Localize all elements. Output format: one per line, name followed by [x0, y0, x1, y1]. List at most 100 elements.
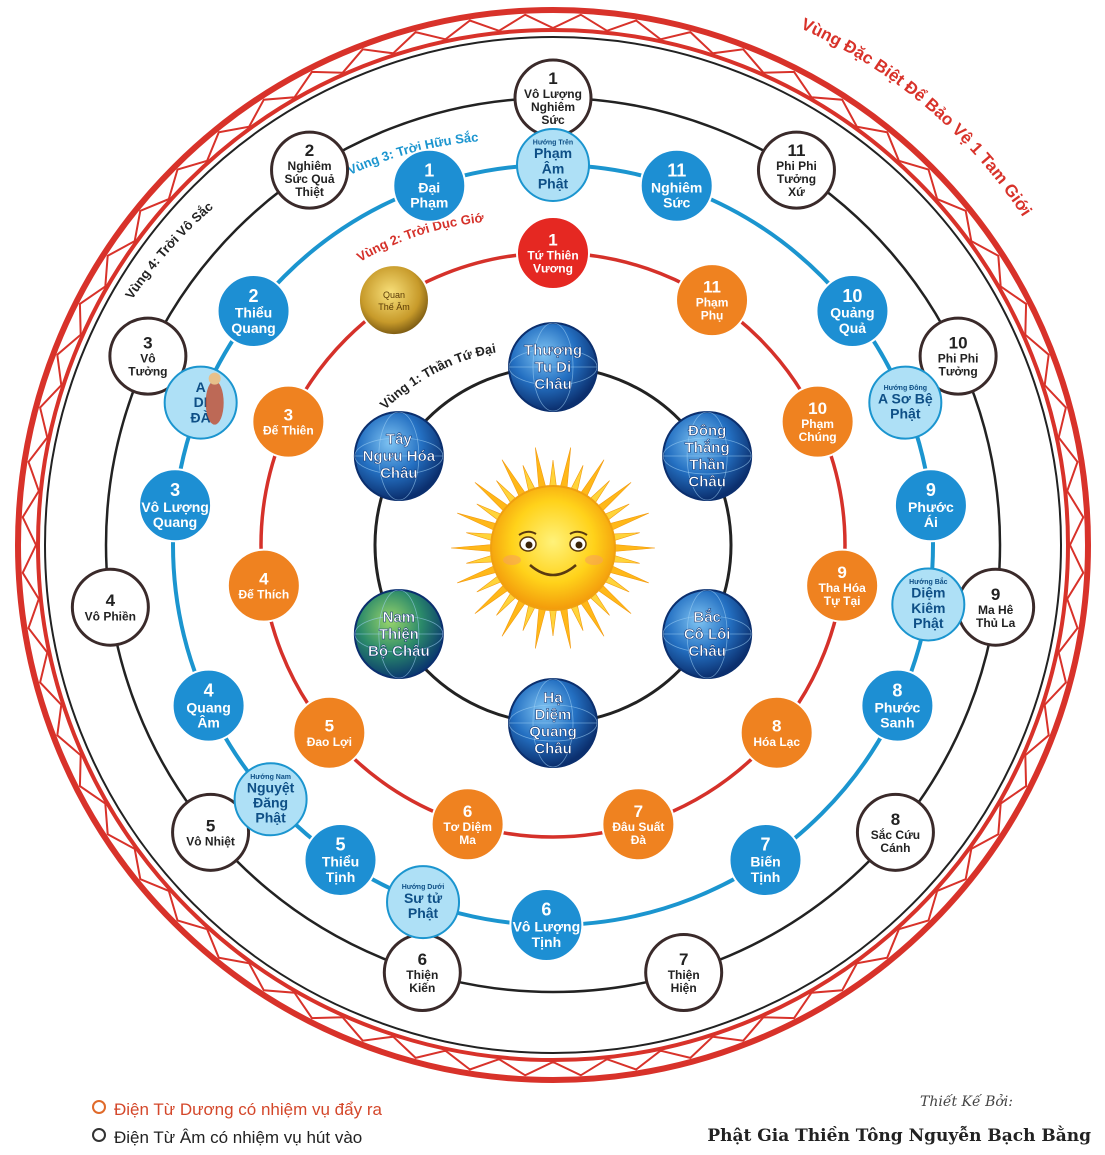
node-text: Thắng — [685, 438, 730, 456]
node-text: 2 — [249, 286, 259, 306]
node-text: Tự Tại — [824, 594, 861, 608]
node-text: Thiện — [406, 968, 438, 982]
cosmology-diagram: Vùng Đặc Biệt Để Bảo Vệ 1 Tam Giới Vùng … — [0, 0, 1105, 1090]
node-text: Thượng — [524, 342, 582, 359]
node-text: Quang — [529, 723, 577, 740]
zone3-heaven-2: 2ThiểuQuang — [218, 275, 290, 347]
node-text: 5 — [335, 835, 345, 855]
zone-label-special: Vùng Đặc Biệt Để Bảo Vệ 1 Tam Giới — [798, 14, 1035, 219]
node-text: 1 — [424, 160, 434, 180]
zone4-heaven-9: 9Ma HêThủ La — [958, 569, 1034, 645]
node-text: Bắc — [693, 608, 721, 626]
node-text: 5 — [206, 816, 215, 835]
node-text: DI — [194, 394, 208, 410]
zone3-heaven-10: 10QuảngQuả — [816, 275, 888, 347]
node-text: Đế Thiên — [263, 424, 314, 438]
node-text: Vô Lượng — [513, 919, 581, 935]
node-text: 3 — [143, 334, 152, 353]
zone-label-1: Vùng 1: Thần Tứ Đại — [377, 341, 497, 413]
node-text: Bộ Châu — [368, 643, 430, 660]
node-text: Quang — [231, 320, 275, 336]
node-text: Sức — [541, 113, 565, 127]
node-text: Phạm — [696, 296, 729, 310]
buddha-direction-3: Hướng BắcDiệmKiêmPhật — [892, 568, 964, 640]
node-text: Vô — [140, 352, 155, 366]
node-text: Âm — [542, 159, 565, 176]
node-text: Diệm — [911, 585, 945, 601]
node-text: Đâu Suất — [612, 820, 664, 834]
node-text: 9 — [837, 563, 846, 582]
node-text: 1 — [548, 69, 557, 88]
node-text: Thần — [689, 456, 725, 473]
svg-text:Vùng 1: Thần Tứ Đại: Vùng 1: Thần Tứ Đại — [377, 341, 497, 413]
node-text: Biến — [750, 854, 780, 870]
node-text: Sức — [663, 195, 690, 211]
node-text: Nam — [383, 609, 416, 626]
node-text: Phi Phi — [776, 159, 817, 173]
node-text: Tịnh — [532, 934, 562, 950]
node-text: Phật — [890, 406, 921, 422]
buddha-direction-2: Hướng ĐôngA Sơ BệPhật — [869, 367, 941, 439]
buddha-direction-5: Hướng NamNguyệtĐăngPhật — [235, 763, 307, 835]
node-text: 10 — [842, 286, 862, 306]
node-text: 10 — [808, 399, 827, 418]
node-text: 2 — [305, 141, 314, 160]
zone3-heaven-7: 7BiếnTịnh — [729, 824, 801, 896]
node-text: Thiện — [379, 626, 419, 643]
node-text: A — [196, 379, 206, 395]
node-text: Phước — [875, 699, 921, 715]
credit-label: Thiết Kế Bởi: — [920, 1094, 1013, 1110]
node-text: Tưởng — [939, 365, 978, 379]
zone4-heaven-7: 7ThiệnHiện — [646, 934, 722, 1010]
node-text: Ngưu Hóa — [363, 448, 436, 465]
node-text: Tây — [386, 431, 413, 448]
node-text: Quan — [383, 290, 405, 300]
node-text: Đại — [418, 179, 440, 195]
node-text: 3 — [170, 480, 180, 500]
node-text: Tưởng — [777, 172, 816, 186]
node-text: 7 — [634, 802, 643, 821]
legend-positive: Điện Từ Dương có nhiệm vụ đẩy ra — [92, 1100, 382, 1120]
node-text: 6 — [463, 802, 472, 821]
node-text: Phụ — [701, 309, 724, 323]
node-text: Hóa Lạc — [753, 735, 800, 749]
node-text: Đông — [688, 422, 726, 439]
node-text: Nghiêm — [288, 159, 332, 173]
node-text: Xứ — [788, 185, 805, 199]
node-text: Hạ — [543, 689, 563, 706]
zone4-heaven-2: 2NghiêmSức QuảThiệt — [272, 132, 348, 208]
node-text: Phạm — [534, 145, 572, 161]
legend-dot-orange-icon — [92, 1100, 106, 1114]
node-text: Ma Hê — [978, 603, 1014, 617]
node-text: Sức Quả — [285, 172, 335, 186]
node-text: Nghiêm — [531, 100, 575, 114]
node-text: Châu — [534, 740, 572, 757]
node-text: Kiêm — [911, 600, 945, 616]
sun-icon — [451, 448, 655, 649]
node-text: 9 — [926, 480, 936, 500]
legend-negative: Điện Từ Âm có nhiệm vụ hút vào — [92, 1128, 362, 1148]
node-text: Vô Nhiệt — [186, 834, 235, 848]
node-text: Châu — [380, 465, 418, 482]
node-text: 1 — [548, 231, 557, 250]
zone3-heaven-8: 8PhướcSanh — [861, 670, 933, 742]
legend-negative-text: Điện Từ Âm có nhiệm vụ hút vào — [114, 1128, 362, 1147]
node-text: 8 — [772, 717, 781, 736]
svg-text:Vùng Đặc Biệt Để Bảo Vệ 1 Tam: Vùng Đặc Biệt Để Bảo Vệ 1 Tam Giới — [798, 14, 1035, 219]
node-text: Châu — [534, 376, 572, 393]
node-text: 8 — [892, 680, 902, 700]
zone2-heaven-3: 3Đế Thiên — [252, 386, 324, 458]
